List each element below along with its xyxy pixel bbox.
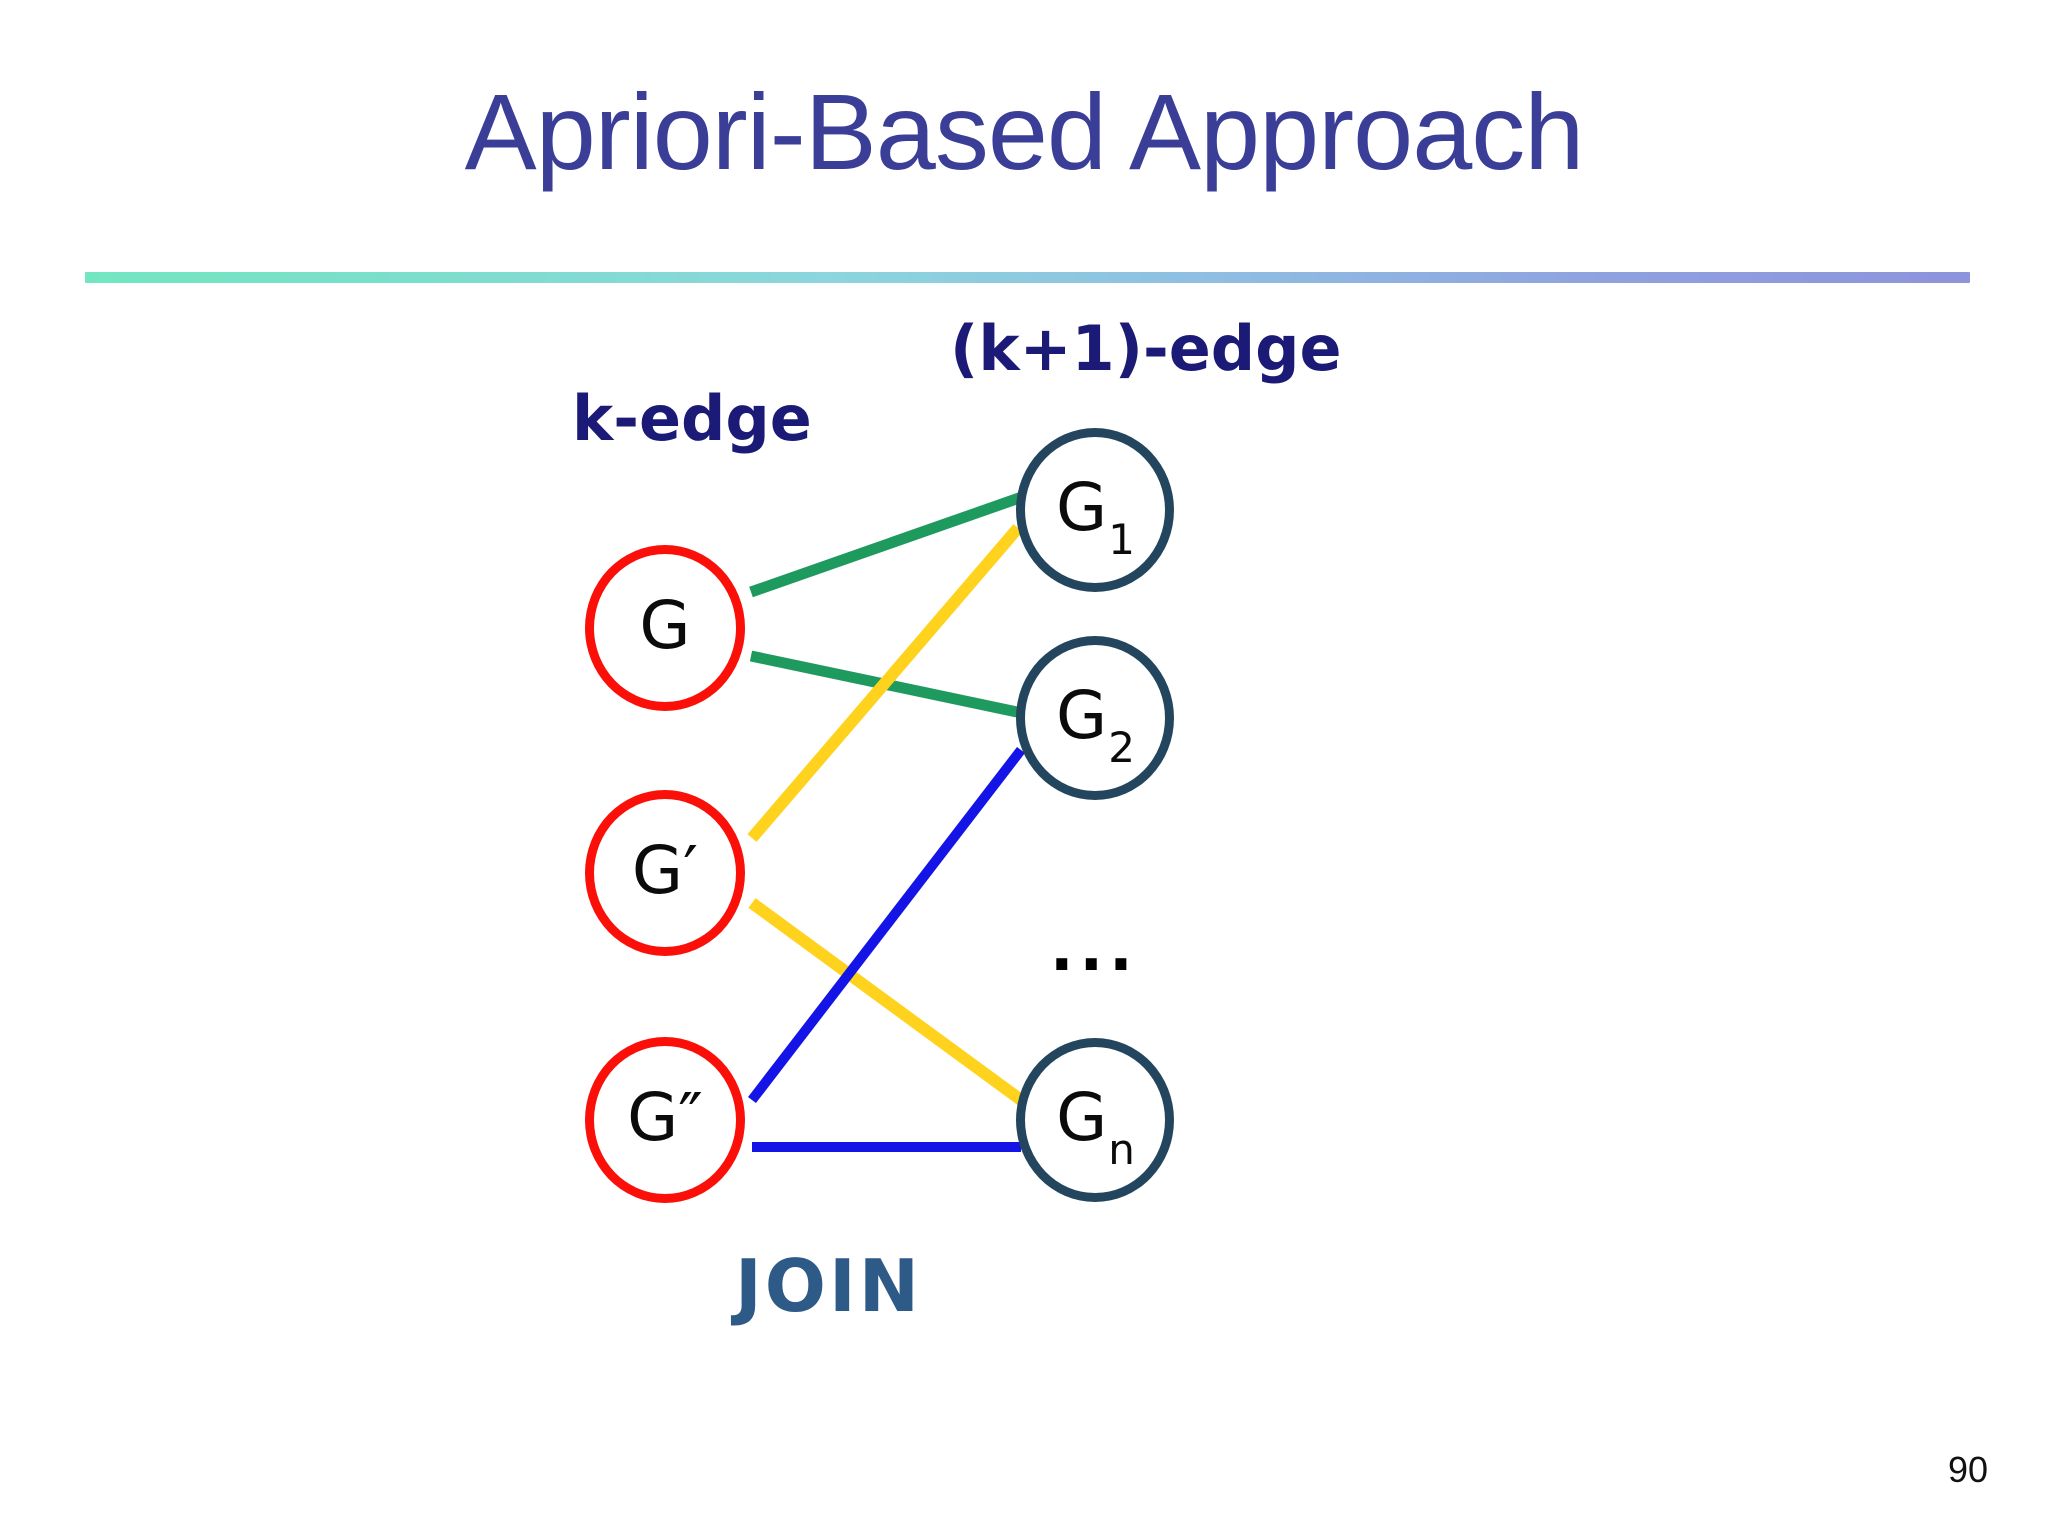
edge-gprime-to-g1 bbox=[747, 524, 1023, 842]
node-g2[interactable]: G2 bbox=[1016, 636, 1174, 800]
edge-g-to-g2 bbox=[749, 650, 1024, 719]
node-g-prime-label: G′ bbox=[631, 832, 699, 909]
node-g[interactable]: G bbox=[585, 545, 745, 711]
node-g1-label: G1 bbox=[1056, 469, 1135, 565]
node-g-double-prime[interactable]: G″ bbox=[585, 1037, 745, 1203]
label-k-edge: k-edge bbox=[572, 382, 812, 455]
edge-gprime-to-gn bbox=[748, 898, 1025, 1105]
title-divider-rule bbox=[85, 272, 1970, 283]
edge-gdoubleprime-to-g2 bbox=[748, 746, 1025, 1104]
node-g2-label: G2 bbox=[1056, 677, 1135, 773]
edge-g-to-g1 bbox=[749, 491, 1024, 598]
node-gn-label: Gn bbox=[1056, 1079, 1135, 1175]
ellipsis-indicator: ... bbox=[1050, 912, 1139, 985]
label-k-plus-1-edge: (k+1)-edge bbox=[950, 312, 1342, 385]
page-number: 90 bbox=[1948, 1449, 1989, 1490]
node-g-prime[interactable]: G′ bbox=[585, 790, 745, 956]
page-title: Apriori-Based Approach bbox=[464, 71, 1585, 192]
node-g-double-prime-label: G″ bbox=[627, 1079, 703, 1156]
node-gn[interactable]: Gn bbox=[1016, 1038, 1174, 1202]
node-g-label: G bbox=[639, 587, 691, 664]
join-caption: JOIN bbox=[735, 1244, 923, 1328]
node-g1[interactable]: G1 bbox=[1016, 428, 1174, 592]
